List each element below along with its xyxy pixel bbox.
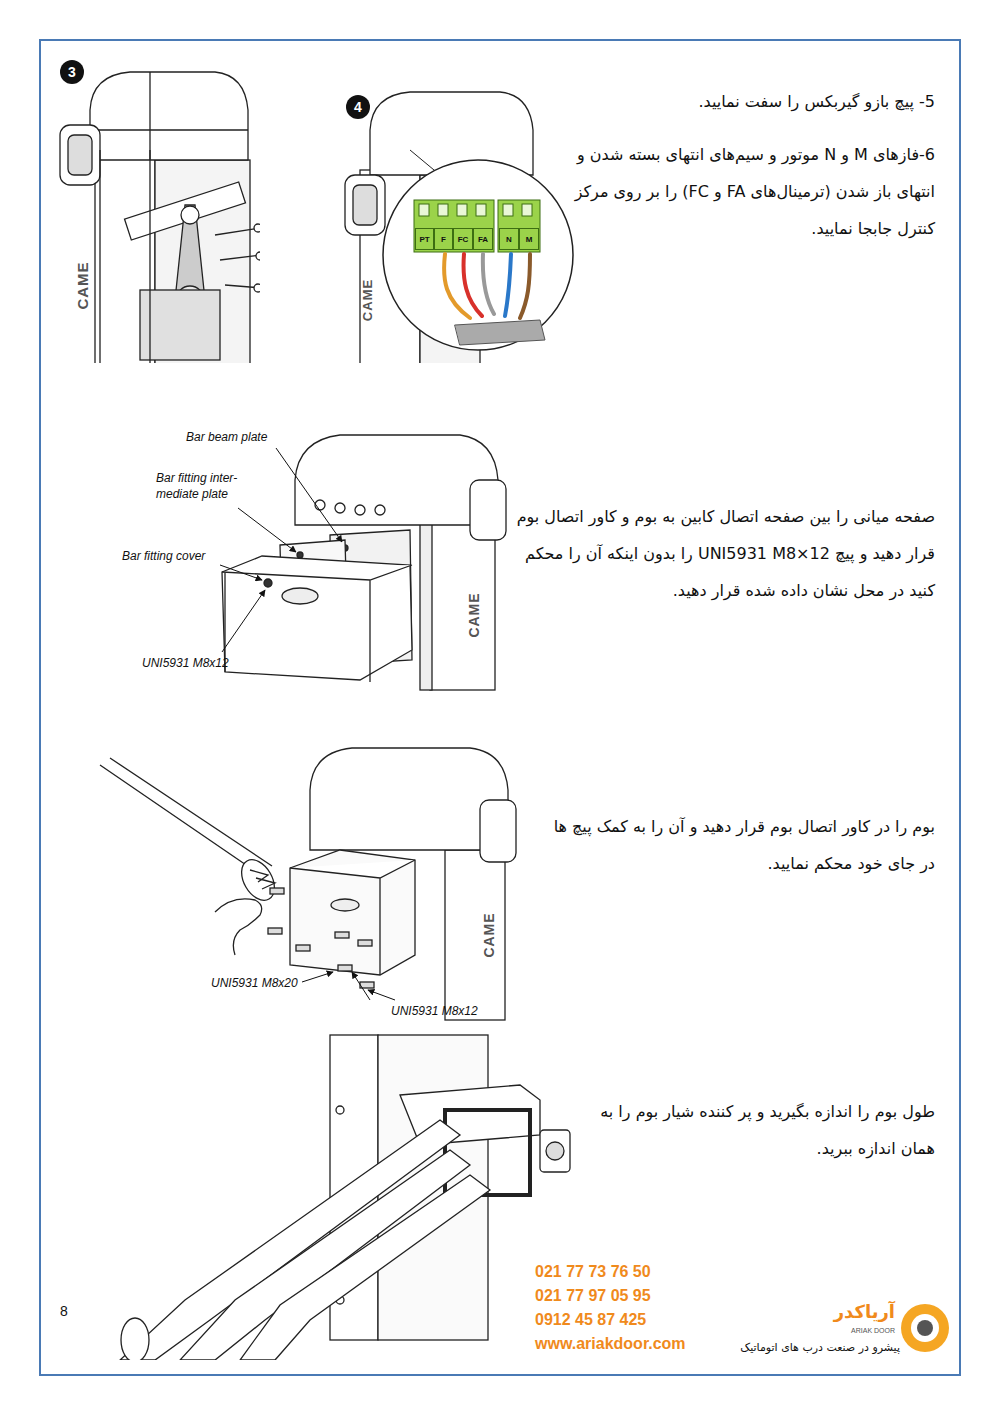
instruction-text: طول بوم را اندازه بگیرید و پر کننده شیار… (565, 1093, 935, 1167)
callout-number: 4 (346, 95, 370, 119)
bar-fitting-illustration (222, 435, 506, 690)
logo-text: آریاکدر (790, 1300, 895, 1323)
screw-spec: UNI5931 M8x20 (211, 976, 298, 991)
brand-mark: CAME (480, 912, 498, 957)
boom-profile-illustration (120, 1035, 570, 1362)
brand-mark: CAME (73, 261, 92, 309)
terminal-text: F (441, 235, 446, 244)
logo-text: ARIAK DOOR (840, 1326, 895, 1335)
company-logo (901, 1304, 949, 1352)
terminal-text: N (506, 235, 512, 244)
terminal-label: F (434, 228, 453, 250)
boom-mounting-illustration (100, 748, 516, 1020)
instruction-text: صفحه میانی را بین صفحه اتصال کابین به بو… (510, 498, 935, 609)
terminal-label: M (519, 228, 539, 250)
screw-spec: UNI5931 M8x12 (391, 1004, 478, 1019)
page-margin (41, 1360, 959, 1374)
page-frame (40, 40, 960, 1375)
website: www.ariakdoor.com (535, 1334, 686, 1354)
instruction-text: 6-فازهای M و N موتور و سیم‌های انتهای بس… (552, 136, 935, 247)
callout-text: 3 (68, 64, 76, 80)
brand-mark: CAME (465, 592, 483, 637)
phone-number: 021 77 73 76 50 (535, 1262, 651, 1282)
zoom-circle (383, 160, 573, 350)
terminal-text: FC (458, 235, 469, 244)
phone-number: 0912 45 87 425 (535, 1310, 646, 1330)
instruction-text: 5- پیچ بازو گیربکس را سفت نمایید. (560, 84, 935, 120)
part-name: Bar fitting inter- mediate plate (156, 470, 268, 502)
gearbox-illustration (60, 72, 260, 363)
screw-spec: UNI5931 M8x12 (142, 656, 229, 671)
leader-lines (302, 972, 395, 1000)
instruction-text: بوم را در کاور اتصال بوم قرار دهید و آن … (540, 808, 935, 882)
phone-number: 021 77 97 05 95 (535, 1286, 651, 1306)
terminal-label: PT (415, 228, 434, 250)
logo-tagline: پیشرو در صنعت درب های اتوماتیک (700, 1341, 900, 1355)
terminal-label: N (499, 228, 519, 250)
terminal-label: FA (473, 228, 493, 250)
part-name: Bar beam plate (186, 430, 267, 445)
terminal-blocks (414, 200, 540, 252)
terminal-label: FC (453, 228, 473, 250)
callout-text: 4 (354, 99, 362, 115)
brand-mark: CAME (360, 279, 376, 321)
callout-number: 3 (60, 60, 84, 84)
part-name: Bar fitting cover (122, 549, 205, 564)
terminal-text: PT (419, 235, 429, 244)
page-number: 8 (60, 1302, 68, 1320)
terminal-text: M (526, 235, 533, 244)
leader-lines (220, 448, 342, 652)
wires (444, 254, 545, 345)
terminal-text: FA (478, 235, 488, 244)
